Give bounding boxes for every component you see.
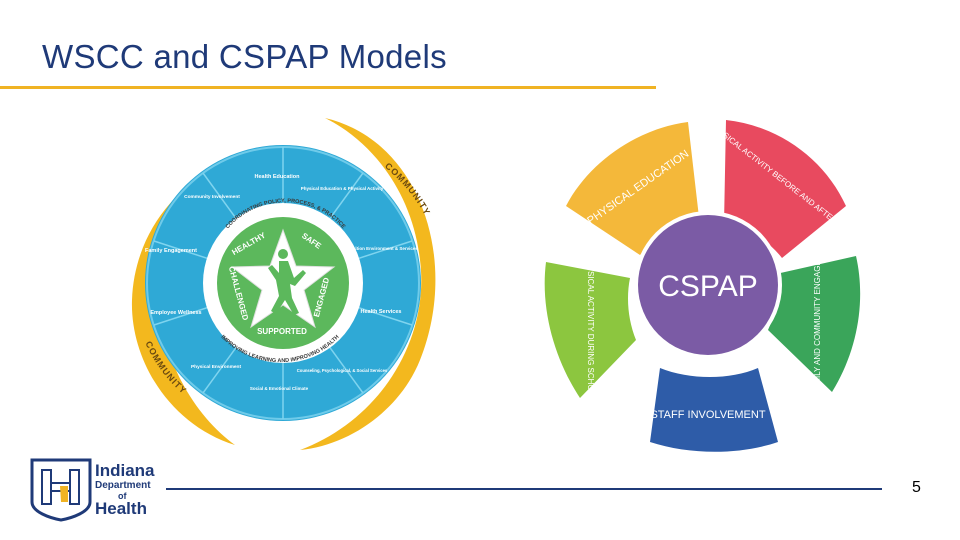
cspap-petal-family-community xyxy=(768,256,861,392)
logo-text-health: Health xyxy=(95,499,147,518)
student-figure-icon xyxy=(268,249,306,315)
wscc-segment-label: Community Involvement xyxy=(184,194,240,200)
wscc-segment-label: Nutrition Environment & Services xyxy=(346,246,418,251)
community-arc-top xyxy=(300,118,436,450)
logo-text-indiana: Indiana xyxy=(95,461,155,480)
cspap-petal-label: PHYSICAL ACTIVITY DURING SCHOOL xyxy=(586,255,595,402)
wscc-segment-label: Physical Environment xyxy=(191,364,242,370)
wscc-segment-label: Counseling, Psychological, & Social Serv… xyxy=(297,368,388,373)
cspap-model: CSPAP PHYSICAL EDUCATION PHYSICAL ACTIVI… xyxy=(544,120,867,452)
cspap-petal-label: FAMILY AND COMMUNITY ENGAGEMENT xyxy=(813,237,822,394)
wscc-segment-label: Family Engagement xyxy=(145,248,197,254)
cspap-petal-before-after-school xyxy=(724,120,846,258)
wscc-segment-label: Physical Education & Physical Activity xyxy=(301,186,384,191)
page-number: 5 xyxy=(912,479,921,496)
wscc-segment-label: Health Services xyxy=(361,309,402,315)
title-underline xyxy=(0,86,656,89)
cspap-center-label: CSPAP xyxy=(658,270,757,303)
wscc-segment-label: Health Education xyxy=(255,174,301,180)
wscc-segment-label: Social & Emotional Climate xyxy=(250,386,309,391)
wscc-segment-label: Employee Wellness xyxy=(150,310,201,316)
cspap-petal-physical-education xyxy=(566,122,700,255)
cspap-petal-staff xyxy=(650,368,778,452)
cspap-petal-label: STAFF INVOLVEMENT xyxy=(650,409,765,421)
wscc-model: Health Education Physical Education & Ph… xyxy=(131,118,436,450)
cspap-center-circle xyxy=(638,215,778,355)
footer-rule xyxy=(166,488,882,490)
logo-text-department: Department xyxy=(95,480,151,491)
indiana-health-logo-icon xyxy=(30,458,92,522)
slide-title: WSCC and CSPAP Models xyxy=(42,38,447,75)
logo-text-of: of xyxy=(118,491,127,501)
star-word: SUPPORTED xyxy=(257,327,307,336)
cspap-petal-during-school xyxy=(544,262,636,398)
